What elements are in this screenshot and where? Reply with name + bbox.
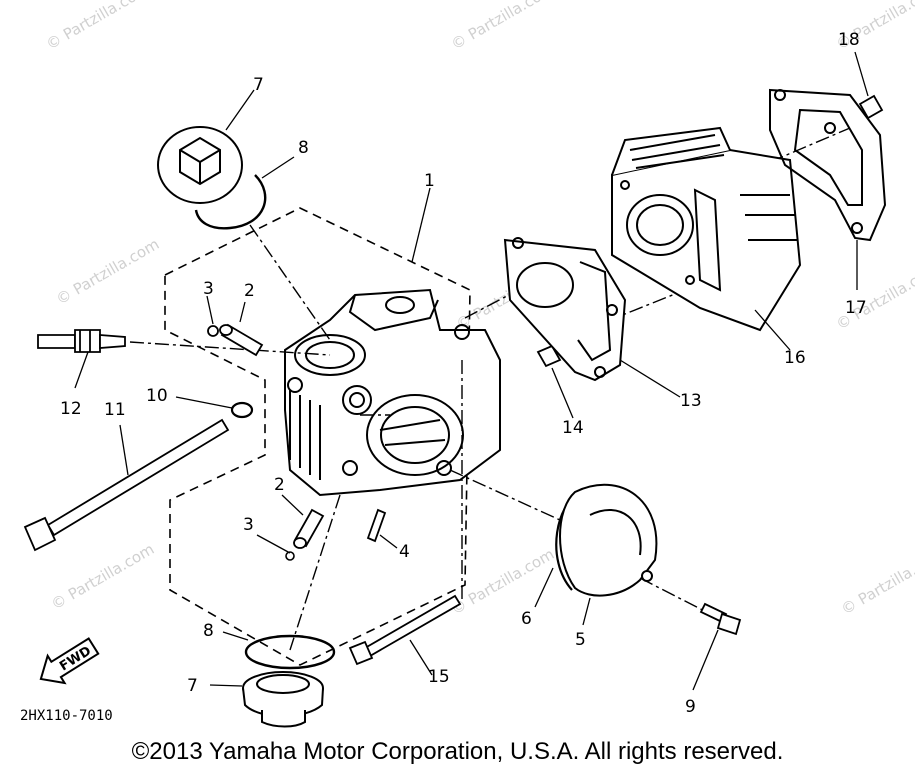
callout-2-lower: 2 [274, 475, 285, 495]
watermark: © Partzilla.com [448, 0, 557, 53]
copyright-notice: ©2013 Yamaha Motor Corporation, U.S.A. A… [131, 738, 784, 765]
filler-cap-top [157, 126, 243, 204]
callout-2-upper: 2 [244, 281, 255, 301]
callout-15: 15 [428, 667, 450, 687]
alignment-lines [129, 127, 851, 651]
forward-direction-arrow: FWD [39, 637, 100, 685]
base-gasket [769, 88, 887, 242]
callout-3-upper: 3 [203, 279, 214, 299]
washer [230, 401, 254, 419]
callout-13: 13 [680, 391, 702, 411]
spark-plug [37, 329, 126, 353]
callout-11: 11 [104, 400, 126, 420]
callout-14: 14 [562, 418, 584, 438]
long-bolt [23, 418, 230, 552]
callout-10: 10 [146, 386, 168, 406]
callout-6: 6 [521, 609, 532, 629]
cylinder [611, 126, 802, 332]
watermark: © Partzilla.com [833, 260, 915, 333]
head-gasket [503, 237, 627, 382]
valve-guide-upper [219, 323, 264, 357]
leader-lines [74, 51, 869, 691]
callout-18: 18 [838, 30, 860, 50]
valve-clip-upper [207, 325, 219, 337]
callout-5: 5 [575, 630, 586, 650]
watermark: © Partzilla.com [48, 540, 157, 613]
callout-8-bottom: 8 [203, 621, 214, 641]
callout-17: 17 [845, 298, 867, 318]
diagram-code: 2HX110-7010 [20, 708, 113, 724]
callout-labels: 1 2 3 2 3 4 5 6 7 7 8 8 9 10 11 12 13 14… [60, 30, 867, 717]
dowel-pin [536, 344, 562, 368]
valve-guide-lower [293, 508, 325, 549]
small-bolt [699, 602, 742, 636]
valve-clip-lower [285, 551, 295, 561]
callout-1: 1 [424, 171, 435, 191]
side-cover [559, 483, 658, 597]
callout-12: 12 [60, 399, 82, 419]
o-ring-bottom [244, 634, 336, 670]
cylinder-head [284, 288, 501, 497]
dowel-pin-top [858, 94, 884, 120]
watermark: © Partzilla.com [53, 235, 162, 308]
head-assembly-boundary [164, 207, 471, 666]
o-ring-top [194, 174, 267, 230]
callout-7-bottom: 7 [187, 676, 198, 696]
watermark: © Partzilla.com [43, 0, 152, 53]
filler-cap-bottom [242, 671, 324, 728]
callout-9: 9 [685, 697, 696, 717]
stud-bolt [366, 508, 387, 543]
callout-7-top: 7 [253, 75, 264, 95]
callout-4: 4 [399, 542, 410, 562]
bolt-15 [348, 594, 462, 666]
callout-3-lower: 3 [243, 515, 254, 535]
callout-16: 16 [784, 348, 806, 368]
callout-8-top: 8 [298, 138, 309, 158]
watermark: © Partzilla.com [838, 545, 915, 618]
